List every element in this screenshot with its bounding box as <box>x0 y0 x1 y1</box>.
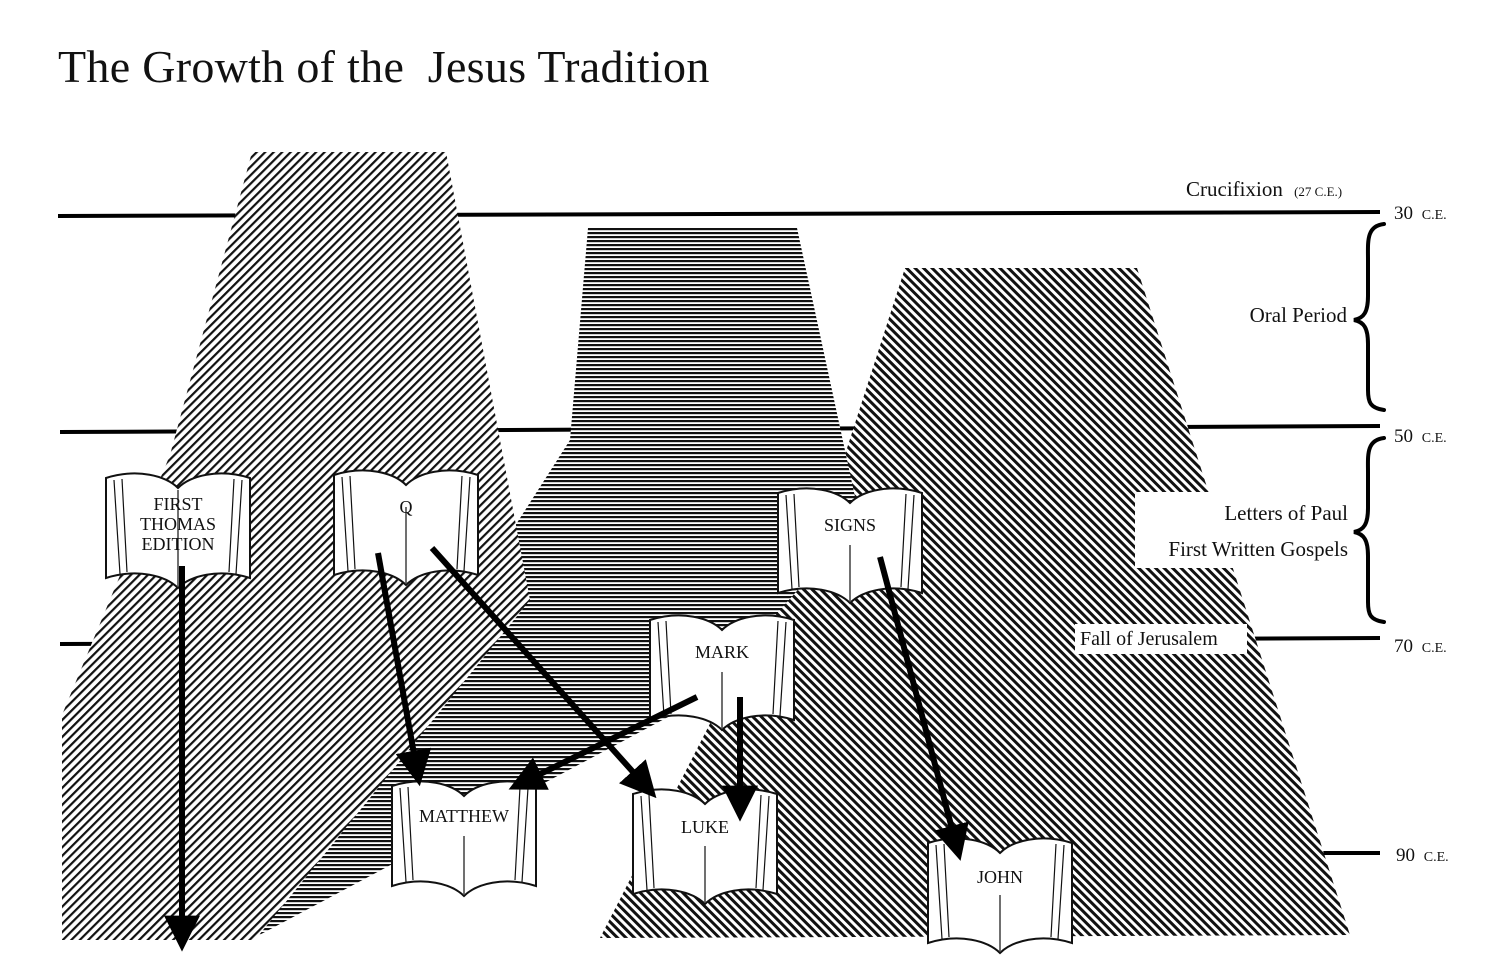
book-first-thomas-label-3: EDITION <box>142 534 215 554</box>
letters-of-paul-label: Letters of Paul <box>1224 501 1348 525</box>
book-john-label: JOHN <box>977 867 1023 887</box>
page-title: The Growth of the Jesus Tradition <box>58 41 710 92</box>
label-backgrounds <box>1075 178 1380 654</box>
arrow-signs-to-john <box>877 556 969 861</box>
book-luke: LUKE <box>632 788 778 906</box>
book-signs-label: SIGNS <box>824 515 876 535</box>
oral-period-brace <box>1353 222 1386 412</box>
book-q-label: Q <box>400 497 413 517</box>
john-stream-shape <box>600 268 1350 938</box>
book-luke-label: LUKE <box>681 817 729 837</box>
dependency-arrows <box>164 545 969 952</box>
book-first-thomas-label-2: THOMAS <box>140 514 216 534</box>
arrow-mark-to-matthew <box>508 694 699 790</box>
period-braces <box>1353 222 1386 624</box>
book-signs: SIGNS <box>777 487 923 605</box>
book-first-thomas: FIRST THOMAS EDITION <box>105 472 251 590</box>
written-period-brace <box>1353 436 1386 624</box>
first-written-gospels-label: First Written Gospels <box>1168 537 1348 561</box>
book-matthew: MATTHEW <box>391 780 537 898</box>
year-70-label: 70 C.E. <box>1394 636 1447 657</box>
year-30-label: 30 C.E. <box>1394 203 1447 224</box>
book-mark: MARK <box>649 614 795 732</box>
book-first-thomas-label-1: FIRST <box>153 494 202 514</box>
book-mark-label: MARK <box>695 642 749 662</box>
arrow-q-to-matthew <box>375 552 432 787</box>
timeline-labels: Crucifixion (27 C.E.) 30 C.E. 50 C.E. 70… <box>1080 177 1449 866</box>
book-john: JOHN <box>927 837 1073 955</box>
oral-period-label: Oral Period <box>1250 303 1348 327</box>
fall-of-jerusalem-label: Fall of Jerusalem <box>1080 628 1218 650</box>
book-q: Q <box>333 469 479 587</box>
year-90-label: 90 C.E. <box>1396 845 1449 866</box>
year-50-label: 50 C.E. <box>1394 426 1447 447</box>
crucifixion-label: Crucifixion (27 C.E.) <box>1186 177 1342 201</box>
book-matthew-label: MATTHEW <box>419 806 509 826</box>
